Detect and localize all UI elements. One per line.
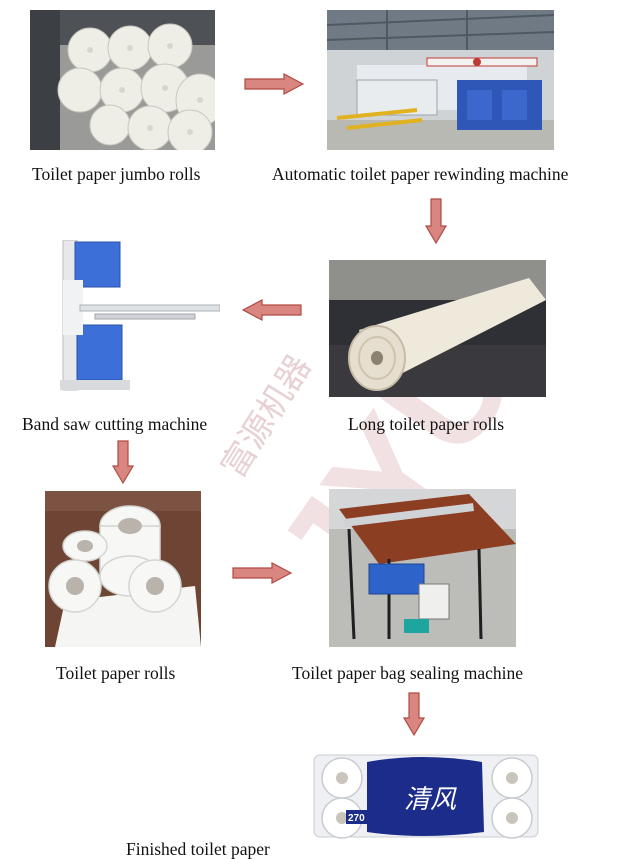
finished-package-photo: 270 清风 bbox=[312, 750, 540, 842]
watermark-cjk: 富源机器 bbox=[214, 348, 320, 485]
rewinding-machine-caption: Automatic toilet paper rewinding machine bbox=[272, 164, 569, 184]
flow-arrow-right bbox=[244, 73, 304, 95]
band-saw-caption: Band saw cutting machine bbox=[22, 414, 208, 434]
package-brand: 清风 bbox=[404, 785, 457, 815]
flow-arrow-left bbox=[242, 299, 302, 321]
long-rolls-caption: Long toilet paper rolls bbox=[348, 414, 505, 434]
bag-sealing-caption: Toilet paper bag sealing machine bbox=[292, 663, 524, 683]
paper-rolls-caption: Toilet paper rolls bbox=[56, 663, 176, 683]
bag-sealing-photo bbox=[329, 489, 516, 647]
jumbo-rolls-caption: Toilet paper jumbo rolls bbox=[32, 164, 201, 184]
rewinding-machine-photo bbox=[327, 10, 554, 150]
package-count: 270 bbox=[348, 813, 365, 824]
finished-caption: Finished toilet paper bbox=[126, 839, 270, 859]
long-rolls-photo bbox=[329, 260, 546, 397]
jumbo-rolls-photo bbox=[30, 10, 215, 150]
paper-rolls-photo bbox=[45, 491, 201, 647]
flow-arrow-right bbox=[232, 562, 292, 584]
flow-arrow-down bbox=[403, 692, 425, 736]
band-saw-photo bbox=[55, 240, 220, 392]
flow-arrow-down bbox=[112, 440, 134, 484]
flow-arrow-down bbox=[425, 198, 447, 244]
